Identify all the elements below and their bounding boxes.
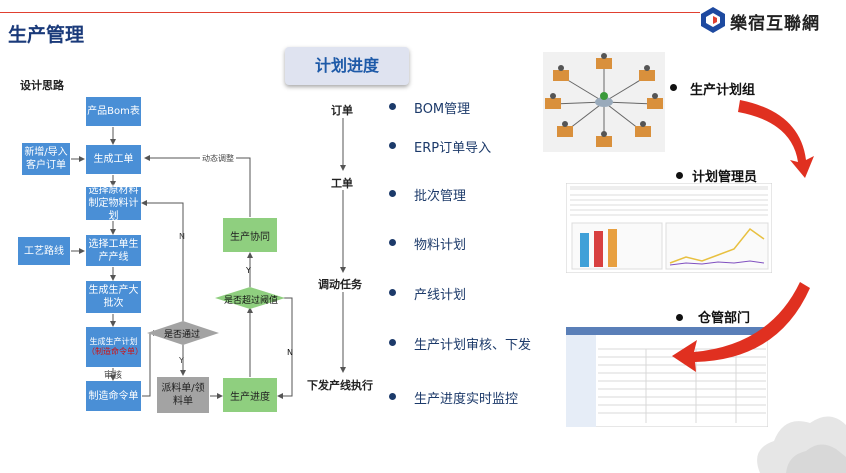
planner-dashboard-thumbnail — [566, 183, 772, 273]
design-label: 设计思路 — [20, 79, 64, 92]
stage-order: 订单 — [331, 104, 353, 117]
item-line-plan: 产线计划 — [414, 288, 467, 303]
logo-icon — [701, 7, 725, 33]
item-review: 生产计划审核、下发 — [414, 338, 532, 353]
bullet-icon — [676, 314, 683, 321]
progress-box[interactable]: 生产进度 — [223, 378, 277, 412]
item-material: 物料计划 — [414, 238, 467, 253]
gen-plan-note: （制造命令单） — [87, 347, 143, 356]
meeting-illustration — [543, 52, 665, 152]
coordinate-box[interactable]: 生产协同 — [223, 218, 277, 252]
process-route-box[interactable]: 工艺路线 — [18, 237, 70, 265]
page-title: 生产管理 — [8, 24, 85, 46]
role-plan-admin: 计划管理员 — [692, 170, 758, 185]
bullet-icon — [676, 172, 683, 179]
select-line-box[interactable]: 选择工单生产产线 — [86, 235, 141, 266]
stage-work-order: 工单 — [331, 177, 353, 190]
header-divider — [0, 12, 700, 13]
gen-plan-box[interactable]: 生成生产计划 （制造命令单） — [86, 327, 143, 367]
yes-label-1: Y — [179, 356, 184, 365]
gen-batch-box[interactable]: 生成生产大批次 — [86, 281, 141, 313]
bullet-icon — [389, 103, 396, 110]
product-bom-box[interactable]: 产品Bom表 — [86, 97, 141, 126]
pass-check-diamond — [147, 321, 219, 345]
bullet-icon — [389, 142, 396, 149]
bullet-icon — [389, 239, 396, 246]
new-order-box[interactable]: 新增/导入客户订单 — [22, 143, 70, 175]
bullet-icon — [670, 84, 677, 91]
role-production-planning: 生产计划组 — [690, 83, 756, 98]
item-batch: 批次管理 — [414, 189, 467, 204]
pass-check-label: 是否通过 — [164, 330, 201, 340]
select-material-box[interactable]: 选择原材料制定物料计划 — [86, 185, 141, 222]
bullet-icon — [389, 289, 396, 296]
item-bom: BOM管理 — [414, 102, 471, 117]
yes-label-2: Y — [246, 266, 251, 275]
gen-work-order-box[interactable]: 生成工单 — [86, 145, 141, 174]
bullet-icon — [389, 339, 396, 346]
role-warehouse: 仓管部门 — [698, 311, 751, 326]
mfg-order-box[interactable]: 制造命令单 — [86, 381, 141, 411]
threshold-label: 是否超过阈值 — [224, 296, 279, 306]
gen-plan-text: 生成生产计划 — [89, 337, 138, 346]
stage-line-execution: 下发产线执行 — [307, 379, 373, 392]
section-tag: 计划进度 — [285, 47, 409, 85]
no-label-2: N — [287, 348, 293, 357]
dynamic-adjust-label: 动态调整 — [200, 153, 236, 164]
bullet-icon — [389, 190, 396, 197]
bullet-icon — [389, 393, 396, 400]
map-decoration — [757, 416, 846, 473]
dispatch-box[interactable]: 派料单/领料单 — [157, 377, 209, 413]
item-erp-import: ERP订单导入 — [414, 141, 492, 156]
review-label: 审核 — [104, 371, 123, 381]
item-monitor: 生产进度实时监控 — [414, 392, 519, 407]
threshold-diamond — [215, 287, 285, 309]
logo-text: 樂宿互聯網 — [730, 14, 820, 34]
stage-dispatch-task: 调动任务 — [318, 278, 362, 291]
no-label-1: N — [179, 232, 185, 241]
